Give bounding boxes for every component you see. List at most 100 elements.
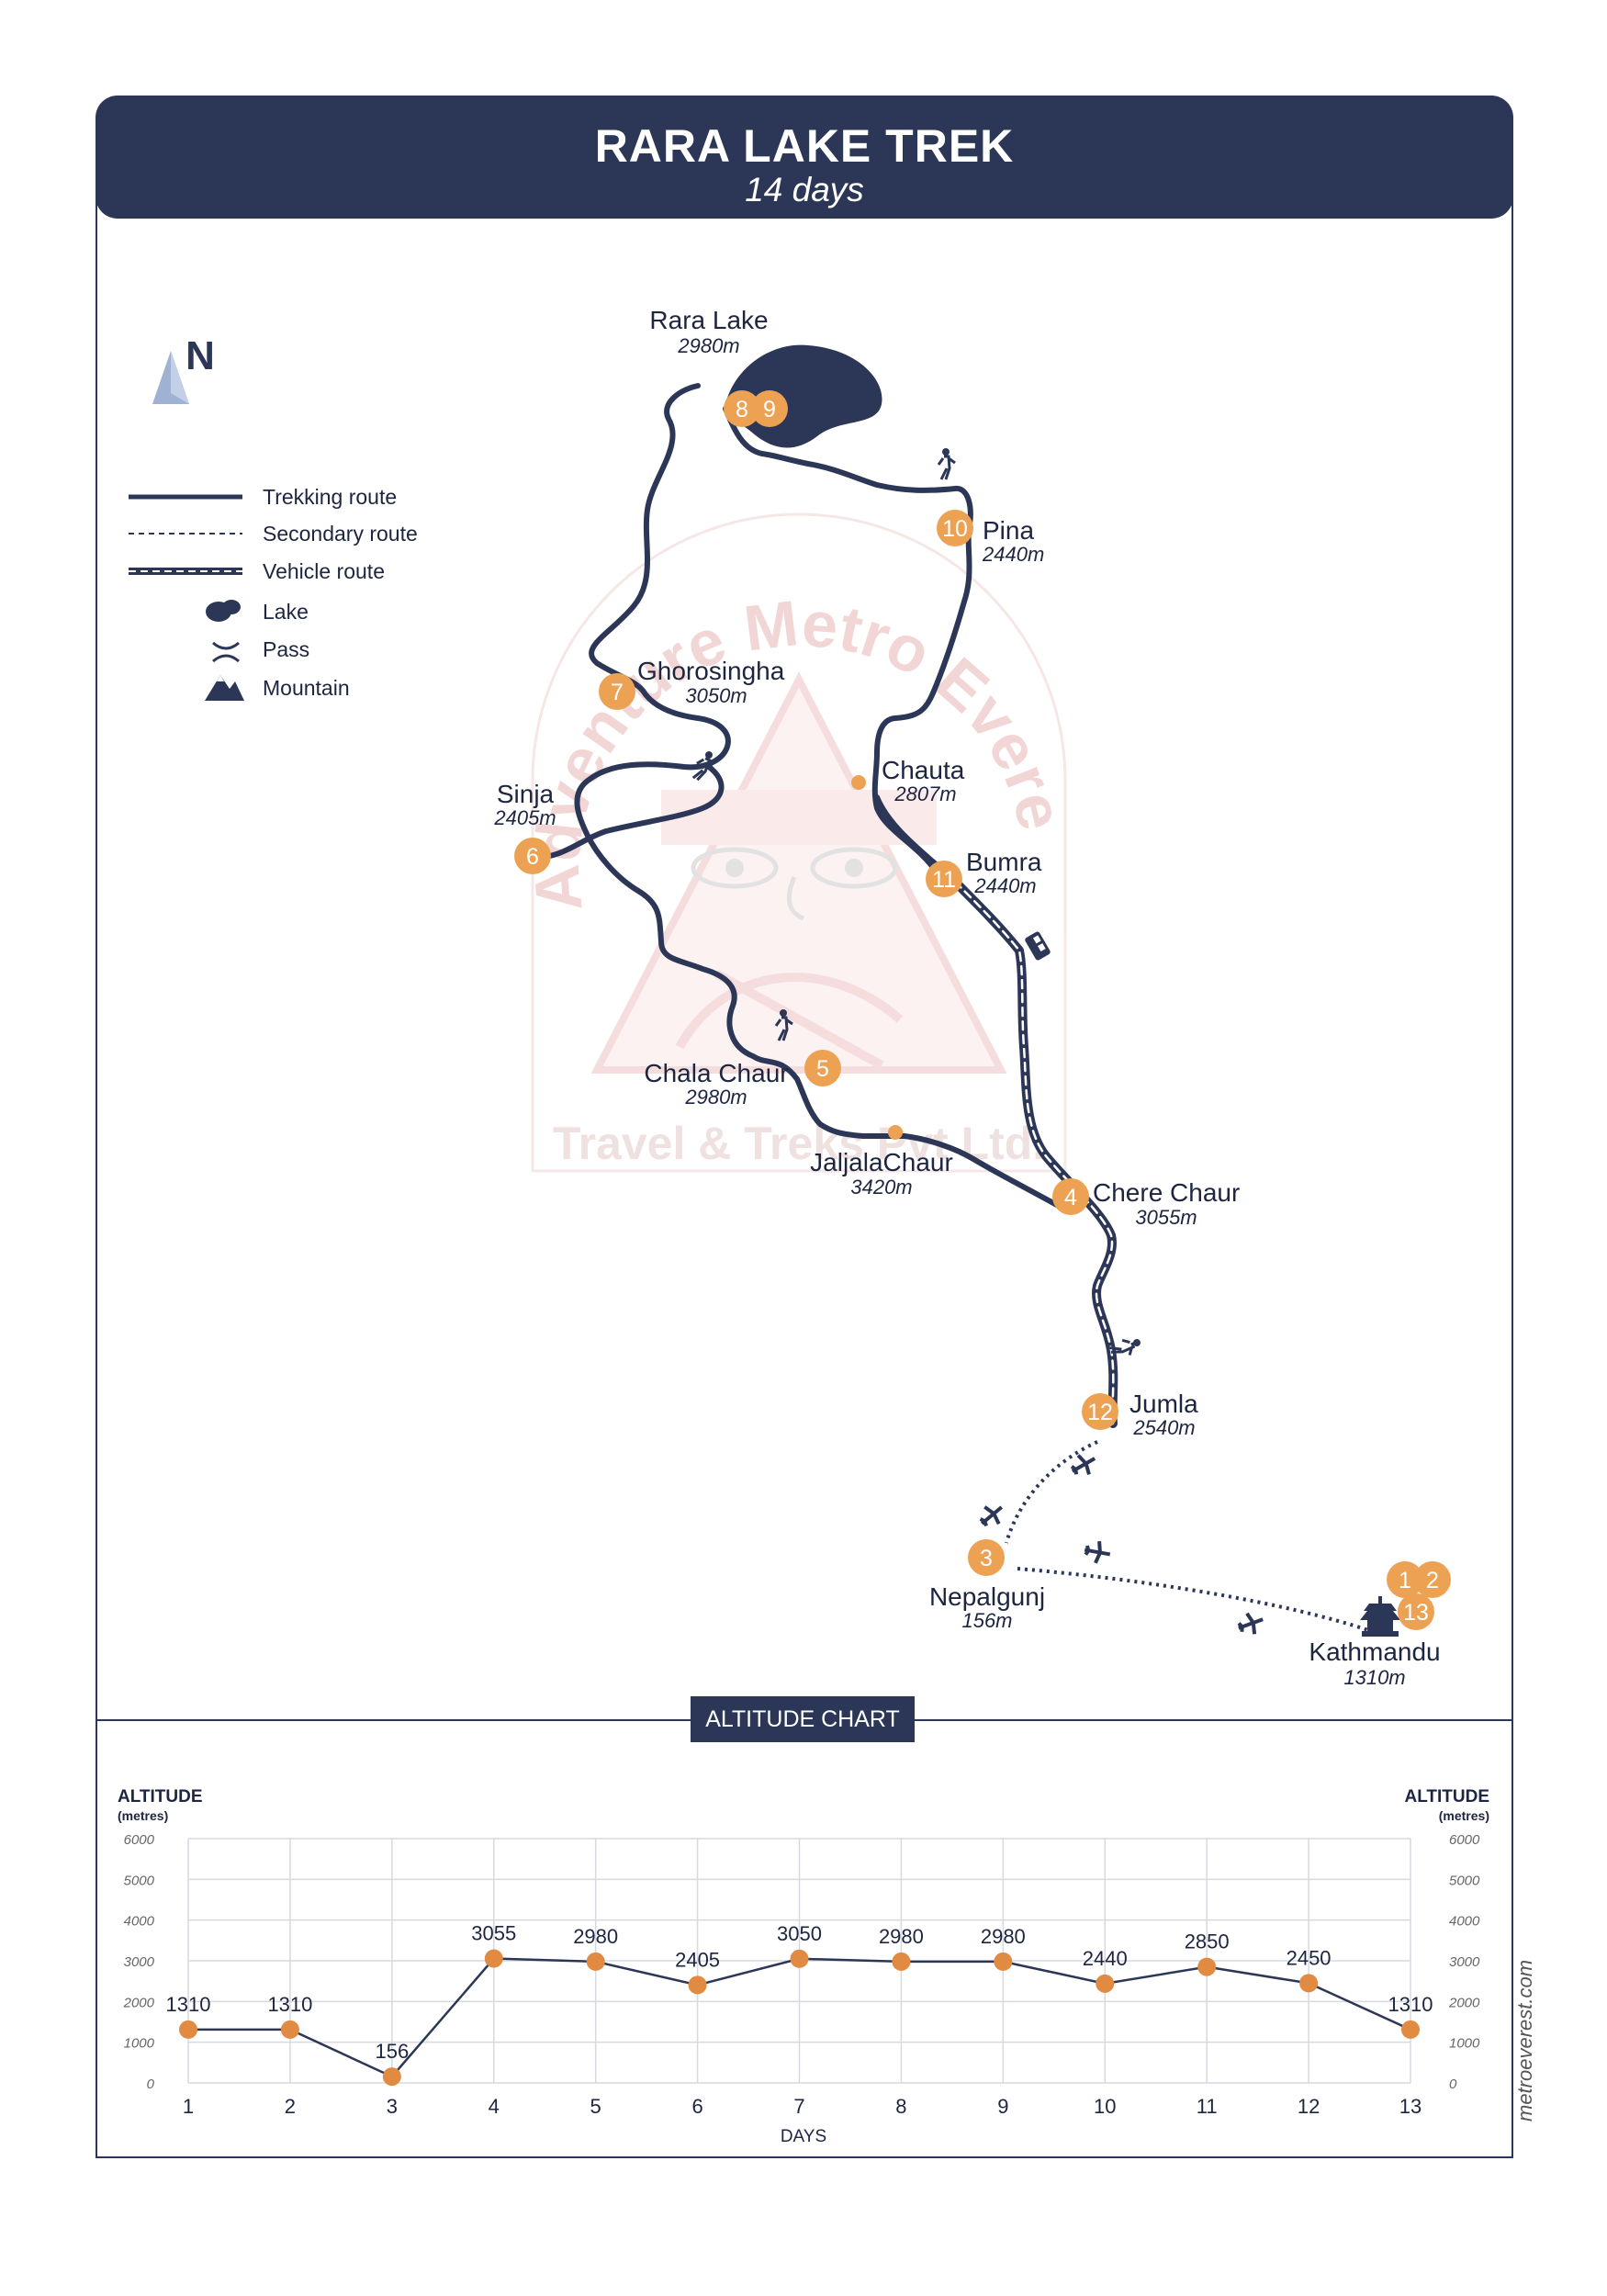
place-name: Chauta — [882, 756, 965, 784]
altitude-data-label: 156 — [375, 2040, 409, 2063]
altitude-point — [994, 1952, 1013, 1971]
altitude-data-label: 3050 — [777, 1922, 822, 1945]
legend-label-trekking: Trekking route — [263, 485, 397, 509]
x-tick-label: 4 — [489, 2095, 500, 2118]
day-marker-label: 1 — [1399, 1568, 1411, 1593]
plane-icon — [979, 1505, 1004, 1527]
y-tick-label-left: 4000 — [124, 1914, 155, 1930]
place-altitude: 3055m — [1135, 1206, 1197, 1229]
pass-icon — [212, 641, 240, 663]
day-marker-label: 3 — [980, 1546, 993, 1571]
place-altitude: 1310m — [1343, 1666, 1405, 1689]
north-arrow-icon: N — [152, 333, 215, 404]
place-altitude: 3420m — [850, 1176, 912, 1199]
x-tick-label: 8 — [895, 2095, 906, 2118]
x-tick-label: 3 — [387, 2095, 398, 2118]
place-name: Bumra — [966, 848, 1042, 876]
altitude-data-label: 2850 — [1185, 1930, 1230, 1953]
legend-label-vehicle: Vehicle route — [263, 559, 385, 583]
y-tick-label-right: 4000 — [1449, 1914, 1480, 1930]
trekking-route — [530, 383, 1064, 1210]
y-tick-label-left: 2000 — [123, 1995, 155, 2010]
altitude-data-label: 2980 — [981, 1925, 1026, 1948]
day-marker-label: 2 — [1426, 1568, 1439, 1593]
place-name: Pina — [983, 516, 1034, 545]
y-tick-label-left: 5000 — [124, 1873, 155, 1888]
x-tick-label: 1 — [183, 2095, 194, 2118]
altitude-chart-badge: ALTITUDE CHART — [691, 1696, 915, 1742]
altitude-data-label: 1310 — [1388, 1993, 1433, 2016]
x-tick-label: 9 — [997, 2095, 1008, 2118]
day-marker: 9 — [751, 390, 788, 427]
x-tick-label: 13 — [1399, 2095, 1422, 2118]
legend-label-pass: Pass — [263, 637, 309, 661]
place-altitude: 2980m — [684, 1086, 747, 1109]
hiker-icon — [1108, 1338, 1141, 1356]
altitude-point — [1401, 2020, 1420, 2039]
day-marker: 11 — [926, 861, 962, 897]
right-axis-title: ALTITUDE — [1404, 1787, 1489, 1806]
day-marker: 2 — [1414, 1561, 1451, 1598]
plane-icon — [1084, 1541, 1111, 1564]
place-name: Sinja — [497, 780, 555, 808]
altitude-point — [790, 1949, 809, 1968]
lake-icon — [206, 600, 241, 622]
day-marker: 7 — [599, 673, 635, 710]
altitude-point — [688, 1975, 707, 1995]
y-tick-label-left: 3000 — [124, 1954, 155, 1970]
x-tick-label: 7 — [793, 2095, 804, 2118]
y-tick-label-right: 6000 — [1449, 1832, 1480, 1848]
left-axis-title: ALTITUDE — [118, 1787, 203, 1806]
y-tick-label-left: 0 — [147, 2077, 155, 2092]
watermark-logo: Adventure Metro Everest Travel & Treks P… — [0, 0, 1077, 1173]
place-altitude: 2440m — [973, 874, 1036, 897]
day-marker-label: 9 — [763, 397, 776, 422]
x-tick-label: 5 — [590, 2095, 601, 2118]
side-url-text: metroeverest.com — [1513, 1959, 1536, 2122]
place-altitude: 2405m — [493, 806, 556, 829]
x-tick-label: 10 — [1094, 2095, 1116, 2118]
place-name: Kathmandu — [1309, 1638, 1440, 1666]
watermark-bottom-text: Travel & Treks Pvt Ltd. — [553, 1118, 1045, 1169]
day-marker-label: 5 — [816, 1056, 829, 1082]
hiker-icon — [774, 1009, 793, 1041]
altitude-data-label: 2440 — [1083, 1947, 1128, 1970]
y-tick-label-right: 3000 — [1449, 1954, 1480, 1970]
day-marker: 3 — [968, 1539, 1005, 1576]
day-marker-label: 4 — [1064, 1185, 1077, 1210]
day-marker-label: 8 — [736, 397, 748, 422]
place-name: Ghorosingha — [637, 657, 785, 685]
mountain-icon — [205, 675, 244, 701]
place-altitude: 3050m — [685, 684, 747, 707]
day-marker: 13 — [1398, 1593, 1434, 1630]
day-marker: 10 — [937, 510, 973, 546]
chart-axis-titles: ALTITUDE (metres) ALTITUDE (metres) DAYS — [118, 1787, 1489, 2146]
altitude-data-label: 2980 — [573, 1925, 618, 1948]
altitude-point — [382, 2067, 401, 2087]
altitude-point — [1197, 1957, 1217, 1976]
map-legend: Trekking route Secondary route Vehicle r… — [129, 485, 418, 701]
x-axis-title: DAYS — [781, 2127, 826, 2146]
page-subtitle: 14 days — [745, 171, 864, 208]
place-altitude: 2540m — [1132, 1416, 1195, 1439]
place-altitude: 2980m — [677, 334, 739, 357]
place-altitude: 2440m — [982, 543, 1044, 566]
right-axis-unit: (metres) — [1439, 1808, 1489, 1823]
legend-label-secondary: Secondary route — [263, 522, 418, 546]
temple-icon — [1360, 1596, 1400, 1637]
y-tick-label-right: 1000 — [1449, 2036, 1480, 2052]
compass-letter: N — [185, 333, 215, 378]
place-name: Jumla — [1129, 1390, 1198, 1418]
y-tick-label-right: 0 — [1449, 2077, 1457, 2092]
